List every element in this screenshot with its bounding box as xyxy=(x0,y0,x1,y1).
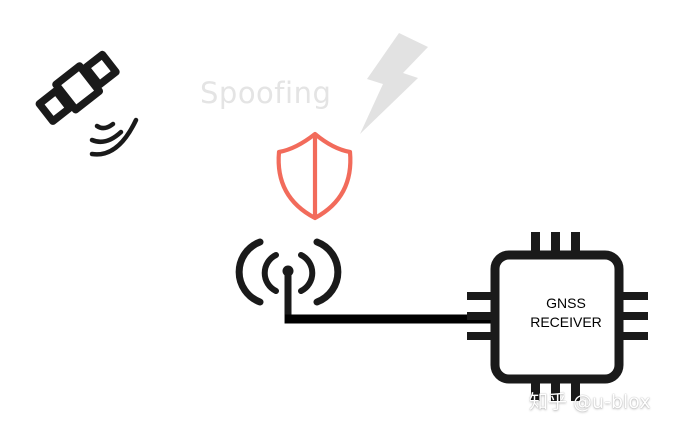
shield-icon xyxy=(276,131,353,221)
spoofing-label: Spoofing xyxy=(200,76,332,110)
watermark: 知乎 @u-blox xyxy=(529,391,651,413)
chip-icon xyxy=(467,232,648,401)
receiver-label-line2: RECEIVER xyxy=(530,314,602,330)
lightning-bolt-icon xyxy=(360,33,428,134)
receiver-label: GNSS RECEIVER xyxy=(500,294,632,332)
receiver-label-line1: GNSS xyxy=(546,295,586,311)
antenna-icon xyxy=(235,238,342,324)
satellite-icon xyxy=(35,50,139,157)
